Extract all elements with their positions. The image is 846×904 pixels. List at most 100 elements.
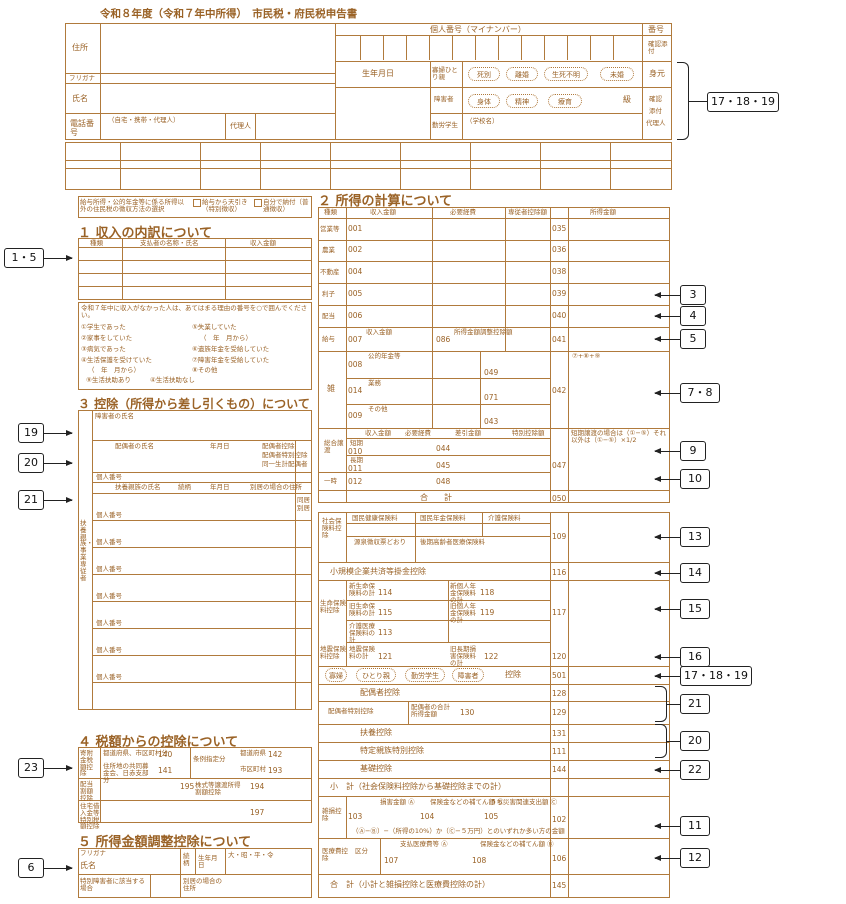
spouse-opt-3[interactable]: 同一生計配偶者 (262, 460, 308, 468)
confirm-attach-label: 確認添付 (648, 40, 668, 55)
reason-3[interactable]: ③病気であった (81, 345, 126, 353)
mynumber-cells[interactable] (337, 36, 640, 60)
reason-4[interactable]: ④生活保護を受けていた (81, 356, 152, 364)
misc-loss-col-3: うち災害関連支出額 Ⓒ (490, 798, 558, 806)
mynumber-label: 個人番号（マイナンバー） (430, 25, 526, 34)
person-widow[interactable]: 寡婦 (325, 668, 347, 682)
dependents-rows[interactable] (92, 493, 312, 710)
sec4-code-195: 195 (180, 782, 195, 791)
code-010: 010 (348, 447, 363, 456)
code-002: 002 (348, 245, 363, 254)
widow-opt-divorce[interactable]: 離婚 (506, 67, 538, 81)
widow-opt-unknown[interactable]: 生死不明 (544, 67, 588, 81)
small-label: 小規模企業共済等掛金控除 (330, 567, 426, 576)
sec5-birth: 生年月日 (198, 854, 218, 869)
dep-col-addr: 別居の場合の住所 (250, 483, 302, 491)
callout-14: 14 (680, 563, 710, 583)
arrow-16 (654, 654, 680, 660)
code-113: 113 (378, 628, 393, 637)
arrow-3 (654, 292, 680, 298)
gen-col-expense: 必要経費 (405, 429, 431, 437)
code-117: 117 (552, 608, 567, 617)
subtotal-label: 小 計（社会保険料控除から基礎控除までの計） (330, 782, 506, 791)
name-input[interactable] (102, 85, 332, 112)
disabled-name-label: 障害者の氏名 (95, 412, 134, 420)
dep-col-name: 扶養親族の氏名 (115, 483, 161, 491)
sec4-item-1: 都道府県、市区町村分 (103, 749, 168, 757)
callout-12: 12 (680, 848, 710, 868)
arrow-4 (654, 313, 680, 319)
proxy-label: 代理人 (230, 122, 251, 130)
reason-1[interactable]: ①学生であった (81, 323, 126, 331)
medical-label: 医療費控除 (322, 847, 348, 862)
header-block (65, 23, 672, 140)
disabled-opt-body[interactable]: 身体 (468, 94, 500, 108)
tax-opt1-checkbox[interactable] (193, 199, 201, 207)
reason-6[interactable]: ⑥遺族年金を受給していた (192, 345, 270, 353)
code-128: 128 (552, 689, 567, 698)
social-label: 社会保険料控除 (322, 517, 342, 539)
widow-opt-unmarried[interactable]: 未婚 (600, 67, 634, 81)
reason-5[interactable]: ⑤失業していた (192, 323, 237, 331)
sec4-code-197: 197 (250, 808, 265, 817)
social-col-3: 介護保険料 (488, 514, 521, 522)
code-043: 043 (484, 417, 499, 426)
disabled-opt-mental[interactable]: 精神 (506, 94, 538, 108)
temp-label: 一時 (324, 477, 337, 485)
school-label: （学校名） (466, 117, 499, 125)
code-040: 040 (552, 311, 567, 320)
callout-15: 15 (680, 599, 710, 619)
spouse-opt-1[interactable]: 配偶者控除 (262, 442, 295, 450)
deductions-table[interactable] (318, 512, 670, 898)
sec3-table (78, 410, 312, 710)
reason-9[interactable]: ⑨生活扶助あり (86, 376, 131, 384)
code-014: 014 (348, 386, 363, 395)
code-129: 129 (552, 708, 567, 717)
address-input[interactable] (102, 25, 332, 71)
code-012: 012 (348, 477, 363, 486)
reason-4-months: （ 年 月から） (88, 366, 140, 374)
sec4-table[interactable] (78, 747, 312, 823)
sec4-code-141: 141 (158, 766, 173, 775)
sec2-table[interactable] (318, 207, 670, 503)
life-label-5: 旧個人年金保険料の計 (450, 602, 476, 624)
social-col-2: 国民年金保険料 (420, 514, 466, 522)
misc-formula: ⑦+⑧+⑨ (572, 352, 601, 360)
grand-label: 合 計（小計と雑損控除と医療費控除の計） (330, 880, 490, 889)
quake-label: 地震保険料控除 (320, 645, 346, 660)
sec1-col-payer: 支払者の名称・氏名 (140, 239, 199, 247)
person-single[interactable]: ひとり親 (356, 668, 396, 682)
code-044: 044 (436, 444, 451, 453)
grade-label: 級 (623, 95, 631, 104)
code-109: 109 (552, 532, 567, 541)
address-label: 住所 (72, 43, 88, 52)
callout-19-left: 19 (18, 423, 44, 443)
reason-10[interactable]: ④生活扶助なし (150, 376, 195, 384)
tax-opt2-checkbox[interactable] (254, 199, 262, 207)
sec4-item-4: 都道府県 (240, 749, 266, 757)
dep-col-date: 年月日 (210, 483, 230, 491)
sec1-table[interactable] (78, 238, 312, 300)
callout-20-left: 20 (18, 453, 44, 473)
reason-8[interactable]: ⑧その他 (192, 366, 218, 374)
person-student[interactable]: 勤労学生 (405, 668, 445, 682)
sec3-side-label: 扶養親族・事業専従者 (80, 519, 93, 582)
reason-7[interactable]: ⑦障害年金を受給していた (192, 356, 270, 364)
code-004: 004 (348, 267, 363, 276)
spouse-opt-2[interactable]: 配偶者特別控除 (262, 451, 308, 459)
code-119: 119 (480, 608, 495, 617)
row-kyuyo: 給与 (322, 335, 335, 343)
sec4-item-6: 株式等譲渡所得割額控除 (195, 781, 241, 796)
code-049: 049 (484, 368, 499, 377)
confirm-proxy-1: 確認 (649, 95, 662, 103)
widow-opt-bereaved[interactable]: 死別 (468, 67, 500, 81)
person-disabled[interactable]: 障害者 (452, 668, 484, 682)
disabled-opt-care[interactable]: 療育 (548, 94, 582, 108)
callout-11: 11 (680, 816, 710, 836)
callout-22: 22 (680, 760, 710, 780)
code-047: 047 (552, 461, 567, 470)
arrow-6 (44, 865, 73, 871)
personal-num-dep5: 個人番号 (96, 619, 122, 627)
dep-col-rel: 続柄 (178, 483, 191, 491)
reason-2[interactable]: ②家事をしていた (81, 334, 133, 342)
